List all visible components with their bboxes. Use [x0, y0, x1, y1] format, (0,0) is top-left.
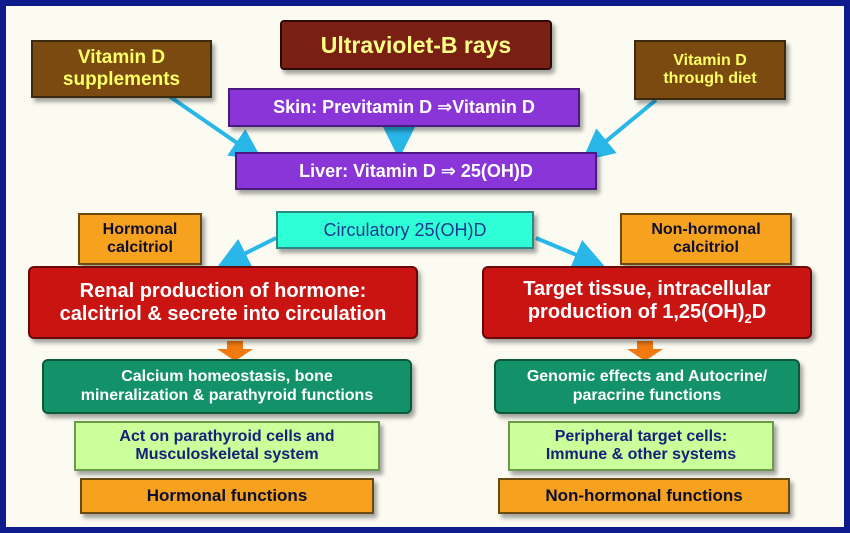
- hormonal-calcitriol-box: Hormonal calcitriol: [78, 213, 202, 265]
- skin-label: Skin: Previtamin D ⇒Vitamin D: [273, 97, 535, 118]
- uvb-box: Ultraviolet-B rays: [280, 20, 552, 70]
- liver-label: Liver: Vitamin D ⇒ 25(OH)D: [299, 160, 533, 181]
- skin-box: Skin: Previtamin D ⇒Vitamin D: [228, 88, 580, 127]
- peripheral-box: Peripheral target cells: Immune & other …: [508, 421, 774, 471]
- peripheral-line-1: Peripheral target cells:: [554, 427, 728, 445]
- parathyroid-line-2: Musculoskeletal system: [135, 446, 319, 463]
- arrow-circulatory-to-target: [535, 236, 606, 270]
- nonhormonal-calcitriol-line-1: Non-hormonal: [651, 220, 761, 238]
- peripheral-line-2: Immune & other systems: [545, 446, 737, 463]
- parathyroid-line-1: Act on parathyroid cells and: [119, 427, 335, 445]
- calcium-line-2: mineralization & parathyroid functions: [80, 386, 374, 404]
- genomic-line-2: paracrine functions: [572, 386, 722, 404]
- liver-box: Liver: Vitamin D ⇒ 25(OH)D: [235, 152, 597, 190]
- hormonal-calcitriol-line-1: Hormonal: [102, 220, 178, 238]
- diagram-frame: Ultraviolet-B rays Vitamin D supplements…: [6, 6, 844, 527]
- target-box: Target tissue, intracellular production …: [482, 266, 812, 339]
- calcium-line-1: Calcium homeostasis, bone: [121, 368, 333, 386]
- circulatory-label: Circulatory 25(OH)D: [323, 219, 487, 240]
- target-line-2: production of 1,25(OH)2D: [528, 301, 766, 327]
- renal-line-2: calcitriol & secrete into circulation: [59, 302, 387, 325]
- diet-line-1: Vitamin D: [673, 51, 747, 69]
- hormonal-functions-box: Hormonal functions: [80, 478, 374, 514]
- nonhormonal-functions-label: Non-hormonal functions: [545, 486, 743, 506]
- supplements-box: Vitamin D supplements: [31, 40, 212, 98]
- hormonal-calcitriol-line-2: calcitriol: [107, 239, 173, 256]
- target-line-2-sub: 2: [744, 311, 752, 327]
- genomic-box: Genomic effects and Autocrine/ paracrine…: [494, 359, 800, 414]
- nonhormonal-functions-box: Non-hormonal functions: [498, 478, 790, 514]
- supplements-line-1: Vitamin D: [77, 47, 166, 69]
- target-line-2-pre: production of 1,25(OH): [527, 301, 745, 324]
- arrow-supplements-to-liver: [164, 92, 263, 161]
- arrow-diet-to-liver: [581, 98, 658, 162]
- renal-box: Renal production of hormone: calcitriol …: [28, 266, 418, 339]
- supplements-line-2: supplements: [62, 69, 181, 90]
- circulatory-box: Circulatory 25(OH)D: [276, 211, 534, 249]
- calcium-box: Calcium homeostasis, bone mineralization…: [42, 359, 412, 414]
- nonhormonal-calcitriol-line-2: calcitriol: [673, 239, 739, 256]
- arrows-layer: [164, 92, 663, 361]
- arrow-circulatory-to-renal: [216, 236, 277, 268]
- diet-line-2: through diet: [663, 70, 757, 87]
- renal-line-1: Renal production of hormone:: [79, 279, 367, 302]
- arrow-renal-to-calcium: [217, 341, 253, 361]
- parathyroid-box: Act on parathyroid cells and Musculoskel…: [74, 421, 380, 471]
- genomic-line-1: Genomic effects and Autocrine/: [526, 368, 768, 386]
- target-line-1: Target tissue, intracellular: [523, 278, 771, 301]
- hormonal-functions-label: Hormonal functions: [146, 486, 308, 506]
- diet-box: Vitamin D through diet: [634, 40, 786, 100]
- target-line-2-post: D: [751, 301, 767, 324]
- nonhormonal-calcitriol-box: Non-hormonal calcitriol: [620, 213, 792, 265]
- uvb-label: Ultraviolet-B rays: [320, 31, 512, 58]
- arrow-target-to-genomic: [627, 341, 663, 361]
